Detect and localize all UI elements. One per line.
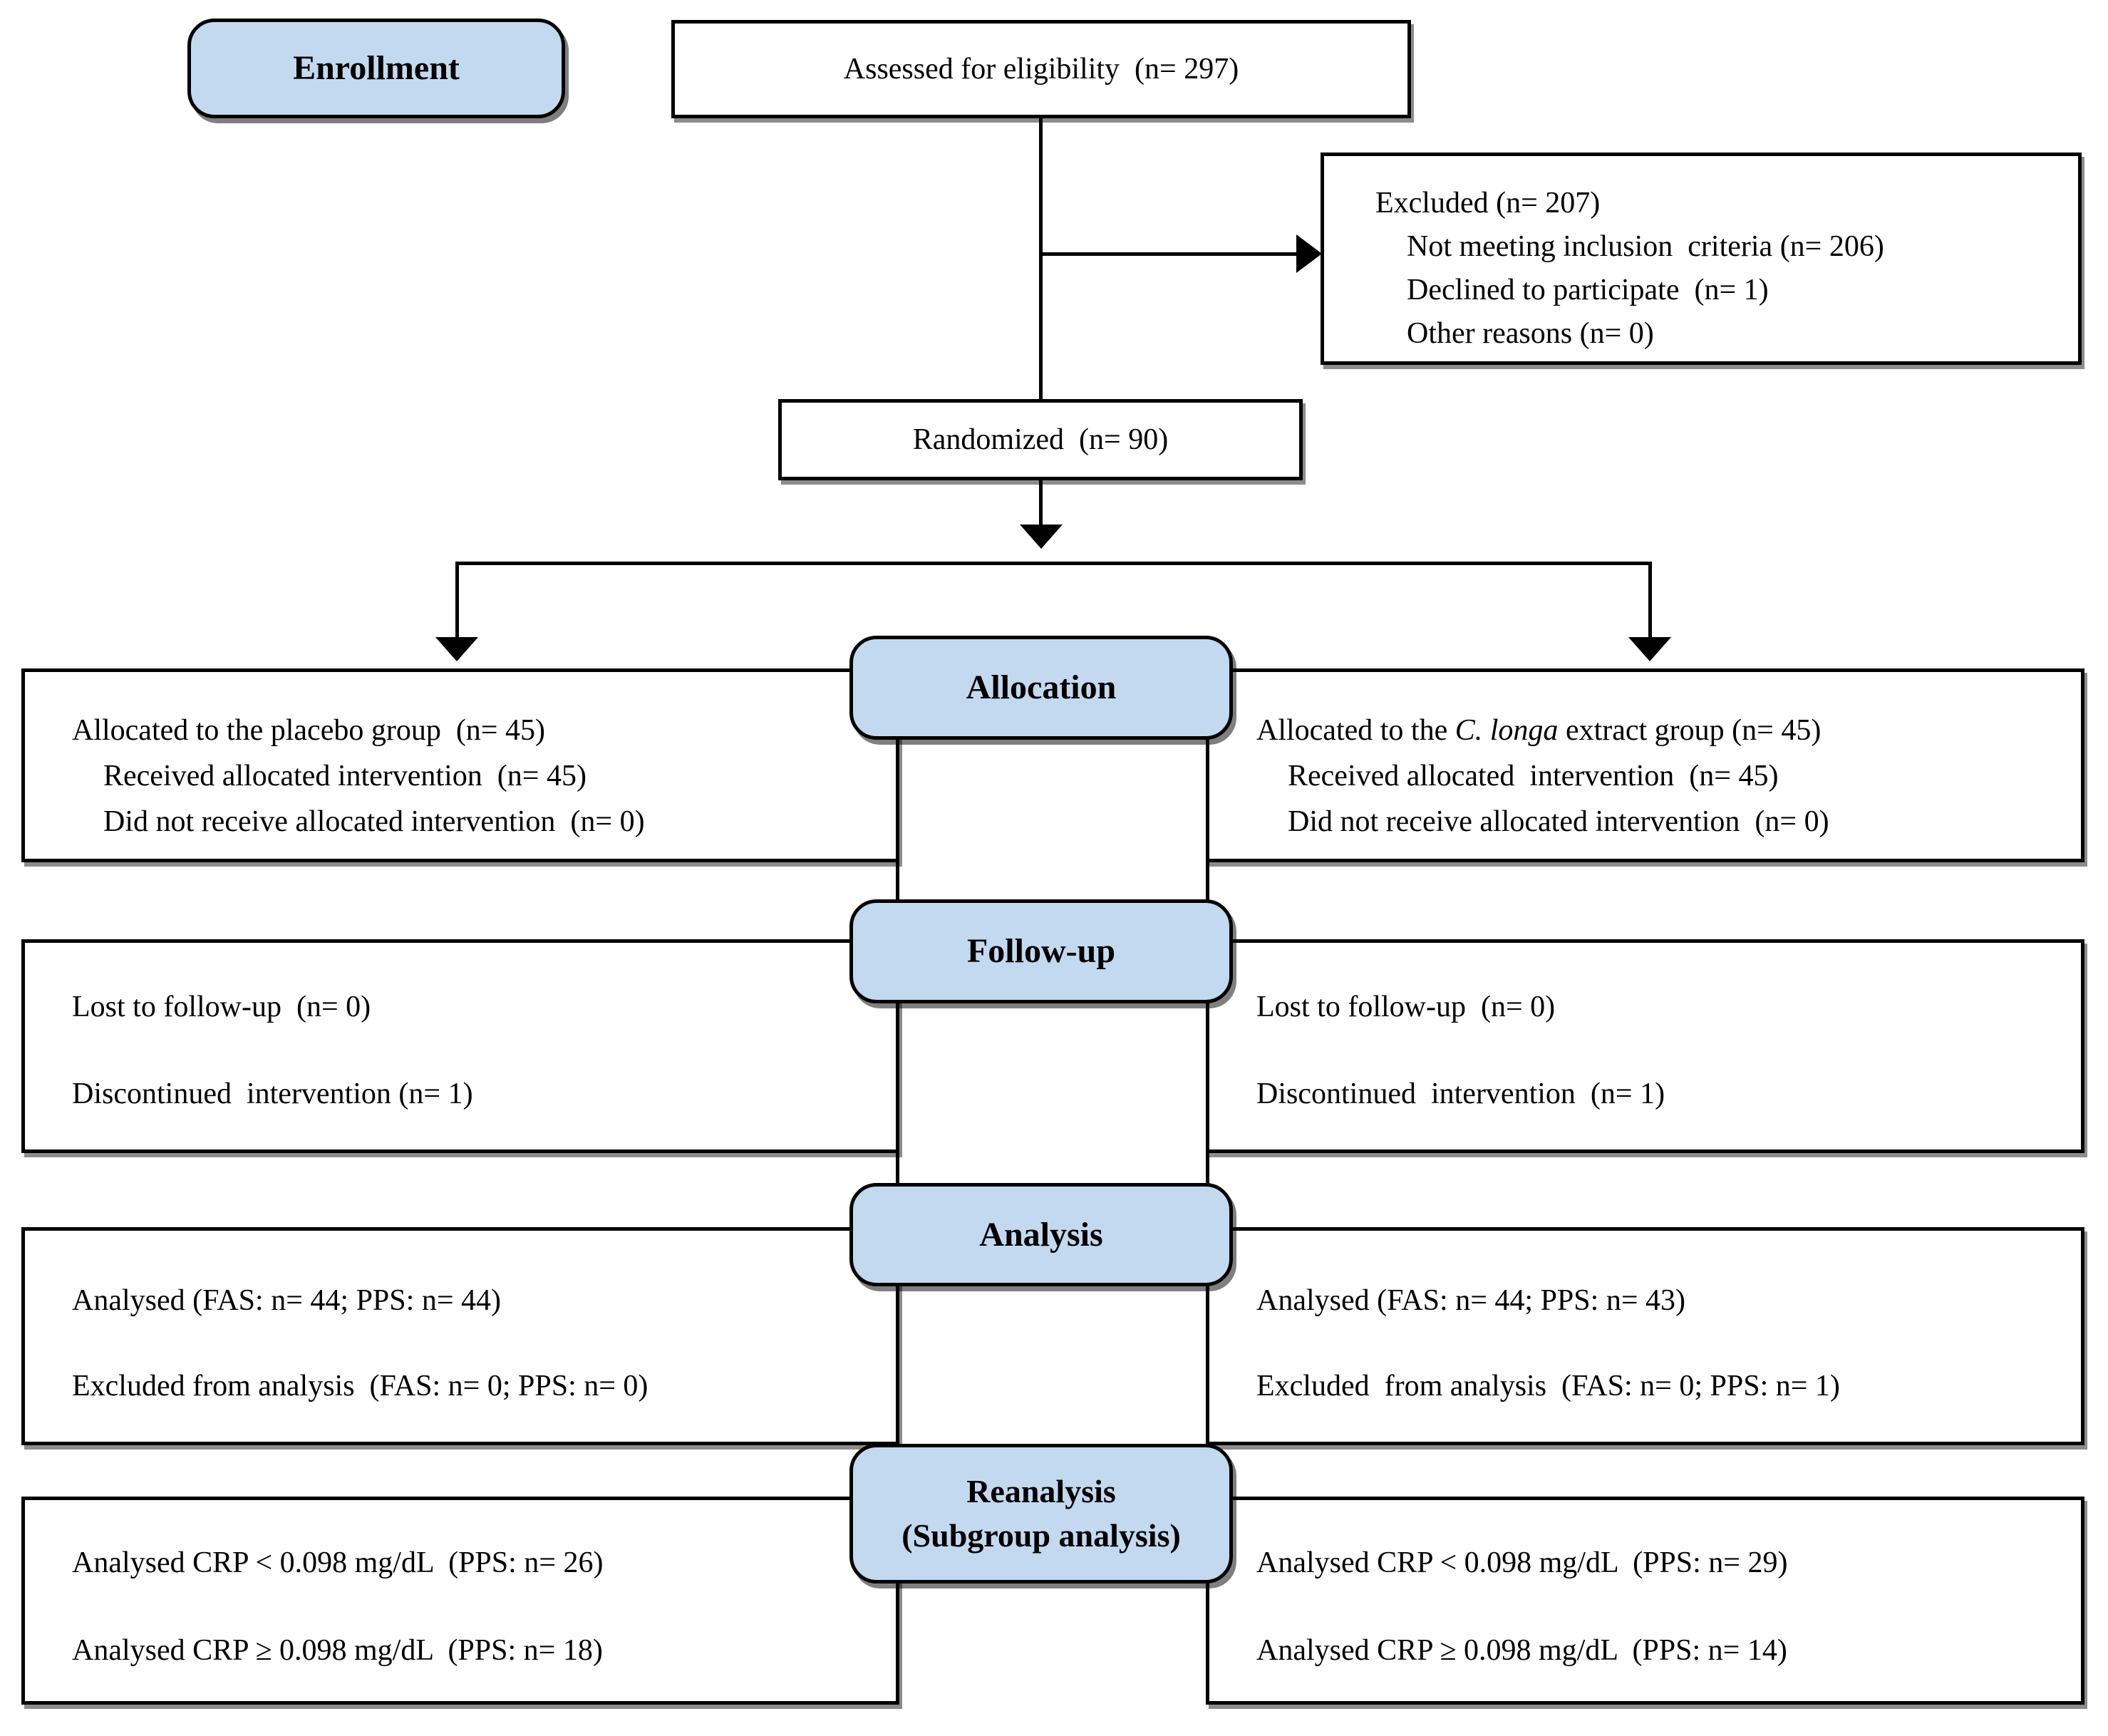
allocation-extract-line1-prefix: Allocated to the <box>1256 714 1455 747</box>
reanalysis-extract-crp-low: Analysed CRP < 0.098 mg/dL (PPS: n= 29) <box>1256 1546 1788 1579</box>
assessed-box: Assessed for eligibility (n= 297) <box>671 20 1411 118</box>
line-branch-horizontal <box>456 562 1652 565</box>
allocation-extract-line1-suffix: extract group (n= 45) <box>1558 714 1822 747</box>
assessed-text: Assessed for eligibility (n= 297) <box>843 53 1239 86</box>
reanalysis-extract-crp-high: Analysed CRP ≥ 0.098 mg/dL (PPS: n= 14) <box>1256 1634 1787 1667</box>
stage-analysis-label: Analysis <box>979 1215 1103 1254</box>
excluded-reason: Declined to participate (n= 1) <box>1407 274 1769 306</box>
stage-enrollment-label: Enrollment <box>293 49 460 87</box>
allocation-extract-line1-species: C. longa <box>1455 714 1559 747</box>
arrowhead-right-group <box>1628 637 1671 661</box>
allocation-placebo-line3: Did not receive allocated intervention (… <box>103 805 645 838</box>
followup-extract-box: Lost to follow-up (n= 0) Discontinued in… <box>1206 939 2084 1153</box>
stage-allocation: Allocation <box>849 636 1233 740</box>
excluded-reason: Not meeting inclusion criteria (n= 206) <box>1407 230 1884 263</box>
followup-placebo-discontinued: Discontinued intervention (n= 1) <box>72 1078 473 1110</box>
line-branch-left <box>455 562 459 639</box>
allocation-extract-box: Allocated to the C. longa extract group … <box>1206 668 2084 862</box>
allocation-extract-line2: Received allocated intervention (n= 45) <box>1288 760 1779 792</box>
allocation-extract-line3: Did not receive allocated intervention (… <box>1288 805 1829 838</box>
stage-followup: Follow-up <box>849 899 1233 1003</box>
randomized-box: Randomized (n= 90) <box>778 399 1303 480</box>
reanalysis-extract-box: Analysed CRP < 0.098 mg/dL (PPS: n= 29) … <box>1206 1497 2084 1705</box>
stage-analysis: Analysis <box>849 1183 1233 1286</box>
excluded-title: Excluded (n= 207) <box>1375 187 1601 219</box>
stage-reanalysis: Reanalysis (Subgroup analysis) <box>849 1444 1233 1583</box>
followup-extract-lost: Lost to follow-up (n= 0) <box>1256 991 1556 1023</box>
allocation-placebo-line1: Allocated to the placebo group (n= 45) <box>72 714 545 747</box>
followup-placebo-box: Lost to follow-up (n= 0) Discontinued in… <box>21 939 899 1153</box>
excluded-reason: Other reasons (n= 0) <box>1407 317 1654 350</box>
stage-reanalysis-label-line2: (Subgroup analysis) <box>901 1517 1181 1554</box>
stage-allocation-label: Allocation <box>966 668 1117 706</box>
allocation-placebo-box: Allocated to the placebo group (n= 45) R… <box>21 668 899 862</box>
reanalysis-placebo-crp-high: Analysed CRP ≥ 0.098 mg/dL (PPS: n= 18) <box>72 1634 603 1667</box>
reanalysis-placebo-box: Analysed CRP < 0.098 mg/dL (PPS: n= 26) … <box>21 1497 899 1705</box>
line-randomized-down <box>1039 479 1043 526</box>
arrowhead-excluded <box>1296 234 1322 273</box>
followup-placebo-lost: Lost to follow-up (n= 0) <box>72 991 371 1023</box>
analysis-extract-box: Analysed (FAS: n= 44; PPS: n= 43) Exclud… <box>1206 1227 2084 1445</box>
followup-extract-discontinued: Discontinued intervention (n= 1) <box>1256 1078 1665 1110</box>
line-branch-right <box>1648 562 1652 639</box>
arrowhead-left-group <box>435 637 478 661</box>
analysis-extract-excluded: Excluded from analysis (FAS: n= 0; PPS: … <box>1256 1370 1840 1402</box>
analysis-placebo-box: Analysed (FAS: n= 44; PPS: n= 44) Exclud… <box>21 1227 899 1445</box>
stage-enrollment: Enrollment <box>187 19 565 118</box>
line-assessed-to-randomized <box>1039 116 1043 399</box>
reanalysis-placebo-crp-low: Analysed CRP < 0.098 mg/dL (PPS: n= 26) <box>72 1546 604 1579</box>
randomized-text: Randomized (n= 90) <box>912 423 1169 456</box>
analysis-placebo-analysed: Analysed (FAS: n= 44; PPS: n= 44) <box>72 1284 501 1317</box>
analysis-placebo-excluded: Excluded from analysis (FAS: n= 0; PPS: … <box>72 1370 649 1402</box>
analysis-extract-analysed: Analysed (FAS: n= 44; PPS: n= 43) <box>1256 1284 1685 1317</box>
stage-followup-label: Follow-up <box>966 932 1116 970</box>
line-to-excluded <box>1039 252 1297 256</box>
arrowhead-center-down <box>1020 525 1063 549</box>
stage-reanalysis-label-line1: Reanalysis <box>966 1473 1116 1509</box>
allocation-placebo-line2: Received allocated intervention (n= 45) <box>103 760 587 792</box>
allocation-extract-line1: Allocated to the C. longa extract group … <box>1256 708 2081 753</box>
excluded-box: Excluded (n= 207) Not meeting inclusion … <box>1321 153 2082 365</box>
